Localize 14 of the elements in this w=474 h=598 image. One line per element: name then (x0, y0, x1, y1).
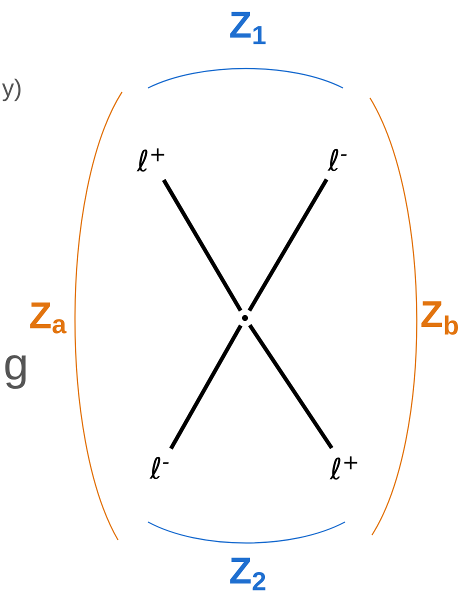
boson-label: Z$_{b}$ (421, 301, 458, 335)
lepton-label: ℓ$^{+}$ (330, 456, 358, 480)
boson-label: Z$_{a}$ (30, 302, 66, 334)
particle-line (169, 324, 242, 450)
lepton-label: ℓ$^{-}$ (150, 456, 169, 480)
cut-off-text: y) (2, 78, 20, 102)
boson-label: Z$_{2}$ (230, 558, 266, 590)
cut-off-text: g (5, 355, 26, 389)
particle-line (248, 178, 328, 312)
boson-label: Z$_{1}$ (230, 12, 266, 44)
lepton-label: ℓ$^{+}$ (136, 148, 164, 172)
lepton-label: ℓ$^{-}$ (328, 148, 347, 172)
particle-line (248, 324, 334, 450)
particle-line (162, 178, 242, 312)
